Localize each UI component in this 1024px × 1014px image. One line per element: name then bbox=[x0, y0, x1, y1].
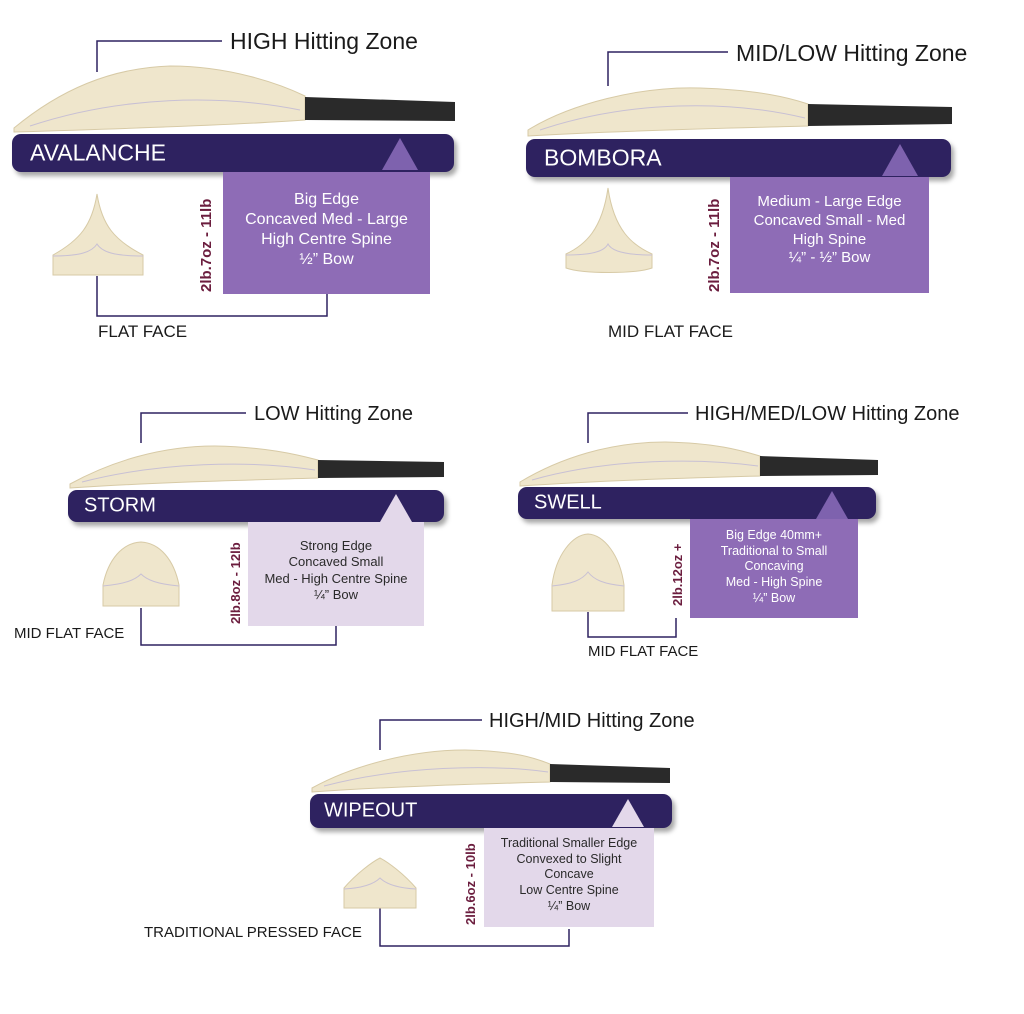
avalanche-name: AVALANCHE bbox=[30, 139, 166, 166]
avalanche-face-shape bbox=[52, 193, 144, 276]
storm-spec-1: Strong Edge bbox=[299, 538, 373, 553]
storm-zone-label: LOW Hitting Zone bbox=[254, 403, 413, 425]
swell-blade bbox=[519, 441, 761, 487]
avalanche-face-leader bbox=[96, 276, 328, 317]
swell-zone-label: HIGH/MED/LOW Hitting Zone bbox=[695, 403, 960, 425]
swell-spec-2: Traditional to Small bbox=[720, 543, 828, 558]
avalanche-spec-box: Big Edge Concaved Med - Large High Centr… bbox=[223, 172, 430, 294]
storm-name: STORM bbox=[84, 494, 156, 517]
storm-handle bbox=[318, 460, 444, 478]
avalanche-handle bbox=[305, 97, 455, 121]
bombora-spec-1: Medium - Large Edge bbox=[757, 193, 902, 210]
avalanche-name-bar: AVALANCHE bbox=[12, 134, 454, 172]
storm-name-bar: STORM bbox=[68, 490, 444, 522]
bombora-spec-2: Concaved Small - Med bbox=[753, 211, 906, 229]
bombora-name: BOMBORA bbox=[544, 144, 662, 171]
wipeout-zone-label: HIGH/MID Hitting Zone bbox=[489, 710, 695, 732]
avalanche-spec-1: Big Edge bbox=[294, 191, 359, 208]
swell-handle bbox=[760, 456, 878, 476]
wipeout-face-label: TRADITIONAL PRESSED FACE bbox=[144, 924, 362, 941]
avalanche-weight: 2lb.7oz - 11lb bbox=[198, 198, 215, 292]
avalanche-zone-label: HIGH Hitting Zone bbox=[230, 28, 418, 54]
bombora-bat bbox=[527, 87, 952, 137]
bombora-handle bbox=[808, 104, 952, 126]
swell-bat bbox=[519, 441, 878, 487]
avalanche-spec-2: Concaved Med - Large bbox=[245, 211, 408, 228]
storm-triangle-icon bbox=[380, 494, 412, 522]
wipeout-zone-leader bbox=[379, 719, 482, 750]
storm-bat bbox=[69, 445, 444, 489]
bombora-blade bbox=[527, 87, 809, 137]
swell-face-label: MID FLAT FACE bbox=[588, 643, 699, 660]
wipeout-spec-4: Low Centre Spine bbox=[519, 882, 619, 897]
swell-spec-3: Concaving bbox=[744, 559, 804, 574]
wipeout-blade bbox=[311, 749, 551, 793]
storm-spec-3: Med - High Centre Spine bbox=[264, 570, 408, 586]
wipeout-bat bbox=[311, 749, 670, 793]
storm-spec-4: ¼” Bow bbox=[313, 586, 359, 602]
wipeout-weight: 2lb.6oz - 10lb bbox=[463, 843, 478, 925]
bombora-triangle-icon bbox=[882, 144, 918, 176]
storm-spec-2: Concaved Small bbox=[288, 554, 384, 570]
bombora-spec-3: High Spine bbox=[792, 230, 867, 248]
bombora-weight: 2lb.7oz - 11lb bbox=[706, 198, 723, 292]
storm-weight: 2lb.8oz - 12lb bbox=[228, 542, 243, 624]
avalanche-spec-4: ½” Bow bbox=[299, 251, 354, 268]
wipeout-spec-2: Convexed to Slight bbox=[516, 851, 622, 866]
wipeout-handle bbox=[550, 764, 670, 783]
swell-zone-leader bbox=[587, 412, 688, 443]
avalanche-blade bbox=[13, 65, 306, 133]
storm-face-label: MID FLAT FACE bbox=[14, 625, 125, 642]
bombora-face-label: MID FLAT FACE bbox=[608, 322, 734, 341]
wipeout-spec-3: Concave bbox=[544, 867, 594, 882]
wipeout-spec-5: ¼” Bow bbox=[547, 898, 591, 913]
bombora-spec-box: Medium - Large Edge Concaved Small - Med… bbox=[730, 177, 929, 293]
swell-weight: 2lb.12oz + bbox=[670, 543, 685, 607]
storm-blade bbox=[69, 445, 319, 489]
swell-spec-box: Big Edge 40mm+ Traditional to Small Conc… bbox=[690, 519, 858, 618]
wipeout-name-bar: WIPEOUT bbox=[310, 794, 672, 828]
avalanche-spec-3: High Centre Spine bbox=[261, 231, 392, 248]
wipeout-triangle-icon bbox=[612, 799, 644, 827]
wipeout-name: WIPEOUT bbox=[324, 799, 418, 822]
storm-zone-leader bbox=[140, 412, 246, 443]
swell-name-bar: SWELL bbox=[518, 487, 876, 519]
swell-triangle-icon bbox=[816, 491, 848, 519]
avalanche-face-label: FLAT FACE bbox=[98, 322, 188, 341]
wipeout-spec-box: Traditional Smaller Edge Convexed to Sli… bbox=[484, 828, 654, 927]
swell-spec-5: ¼” Bow bbox=[752, 590, 796, 605]
swell-face-leader bbox=[587, 612, 677, 638]
wipeout-spec-1: Traditional Smaller Edge bbox=[500, 836, 638, 850]
storm-spec-box: Strong Edge Concaved Small Med - High Ce… bbox=[248, 522, 424, 626]
avalanche-zone-leader bbox=[96, 40, 222, 72]
swell-spec-1: Big Edge 40mm+ bbox=[725, 528, 823, 542]
bombora-name-bar: BOMBORA bbox=[526, 139, 951, 177]
bombora-zone-label: MID/LOW Hitting Zone bbox=[736, 40, 968, 66]
bombora-face-shape bbox=[565, 187, 653, 273]
swell-spec-4: Med - High Spine bbox=[725, 574, 823, 589]
storm-face-leader bbox=[140, 608, 337, 646]
swell-name: SWELL bbox=[534, 491, 602, 514]
avalanche-triangle-icon bbox=[382, 138, 418, 170]
wipeout-face-leader bbox=[379, 908, 570, 947]
wipeout-face-shape bbox=[343, 857, 417, 909]
bombora-zone-leader bbox=[607, 51, 728, 86]
bombora-spec-4: ¼” - ½” Bow bbox=[788, 249, 871, 267]
avalanche-bat bbox=[13, 65, 455, 133]
